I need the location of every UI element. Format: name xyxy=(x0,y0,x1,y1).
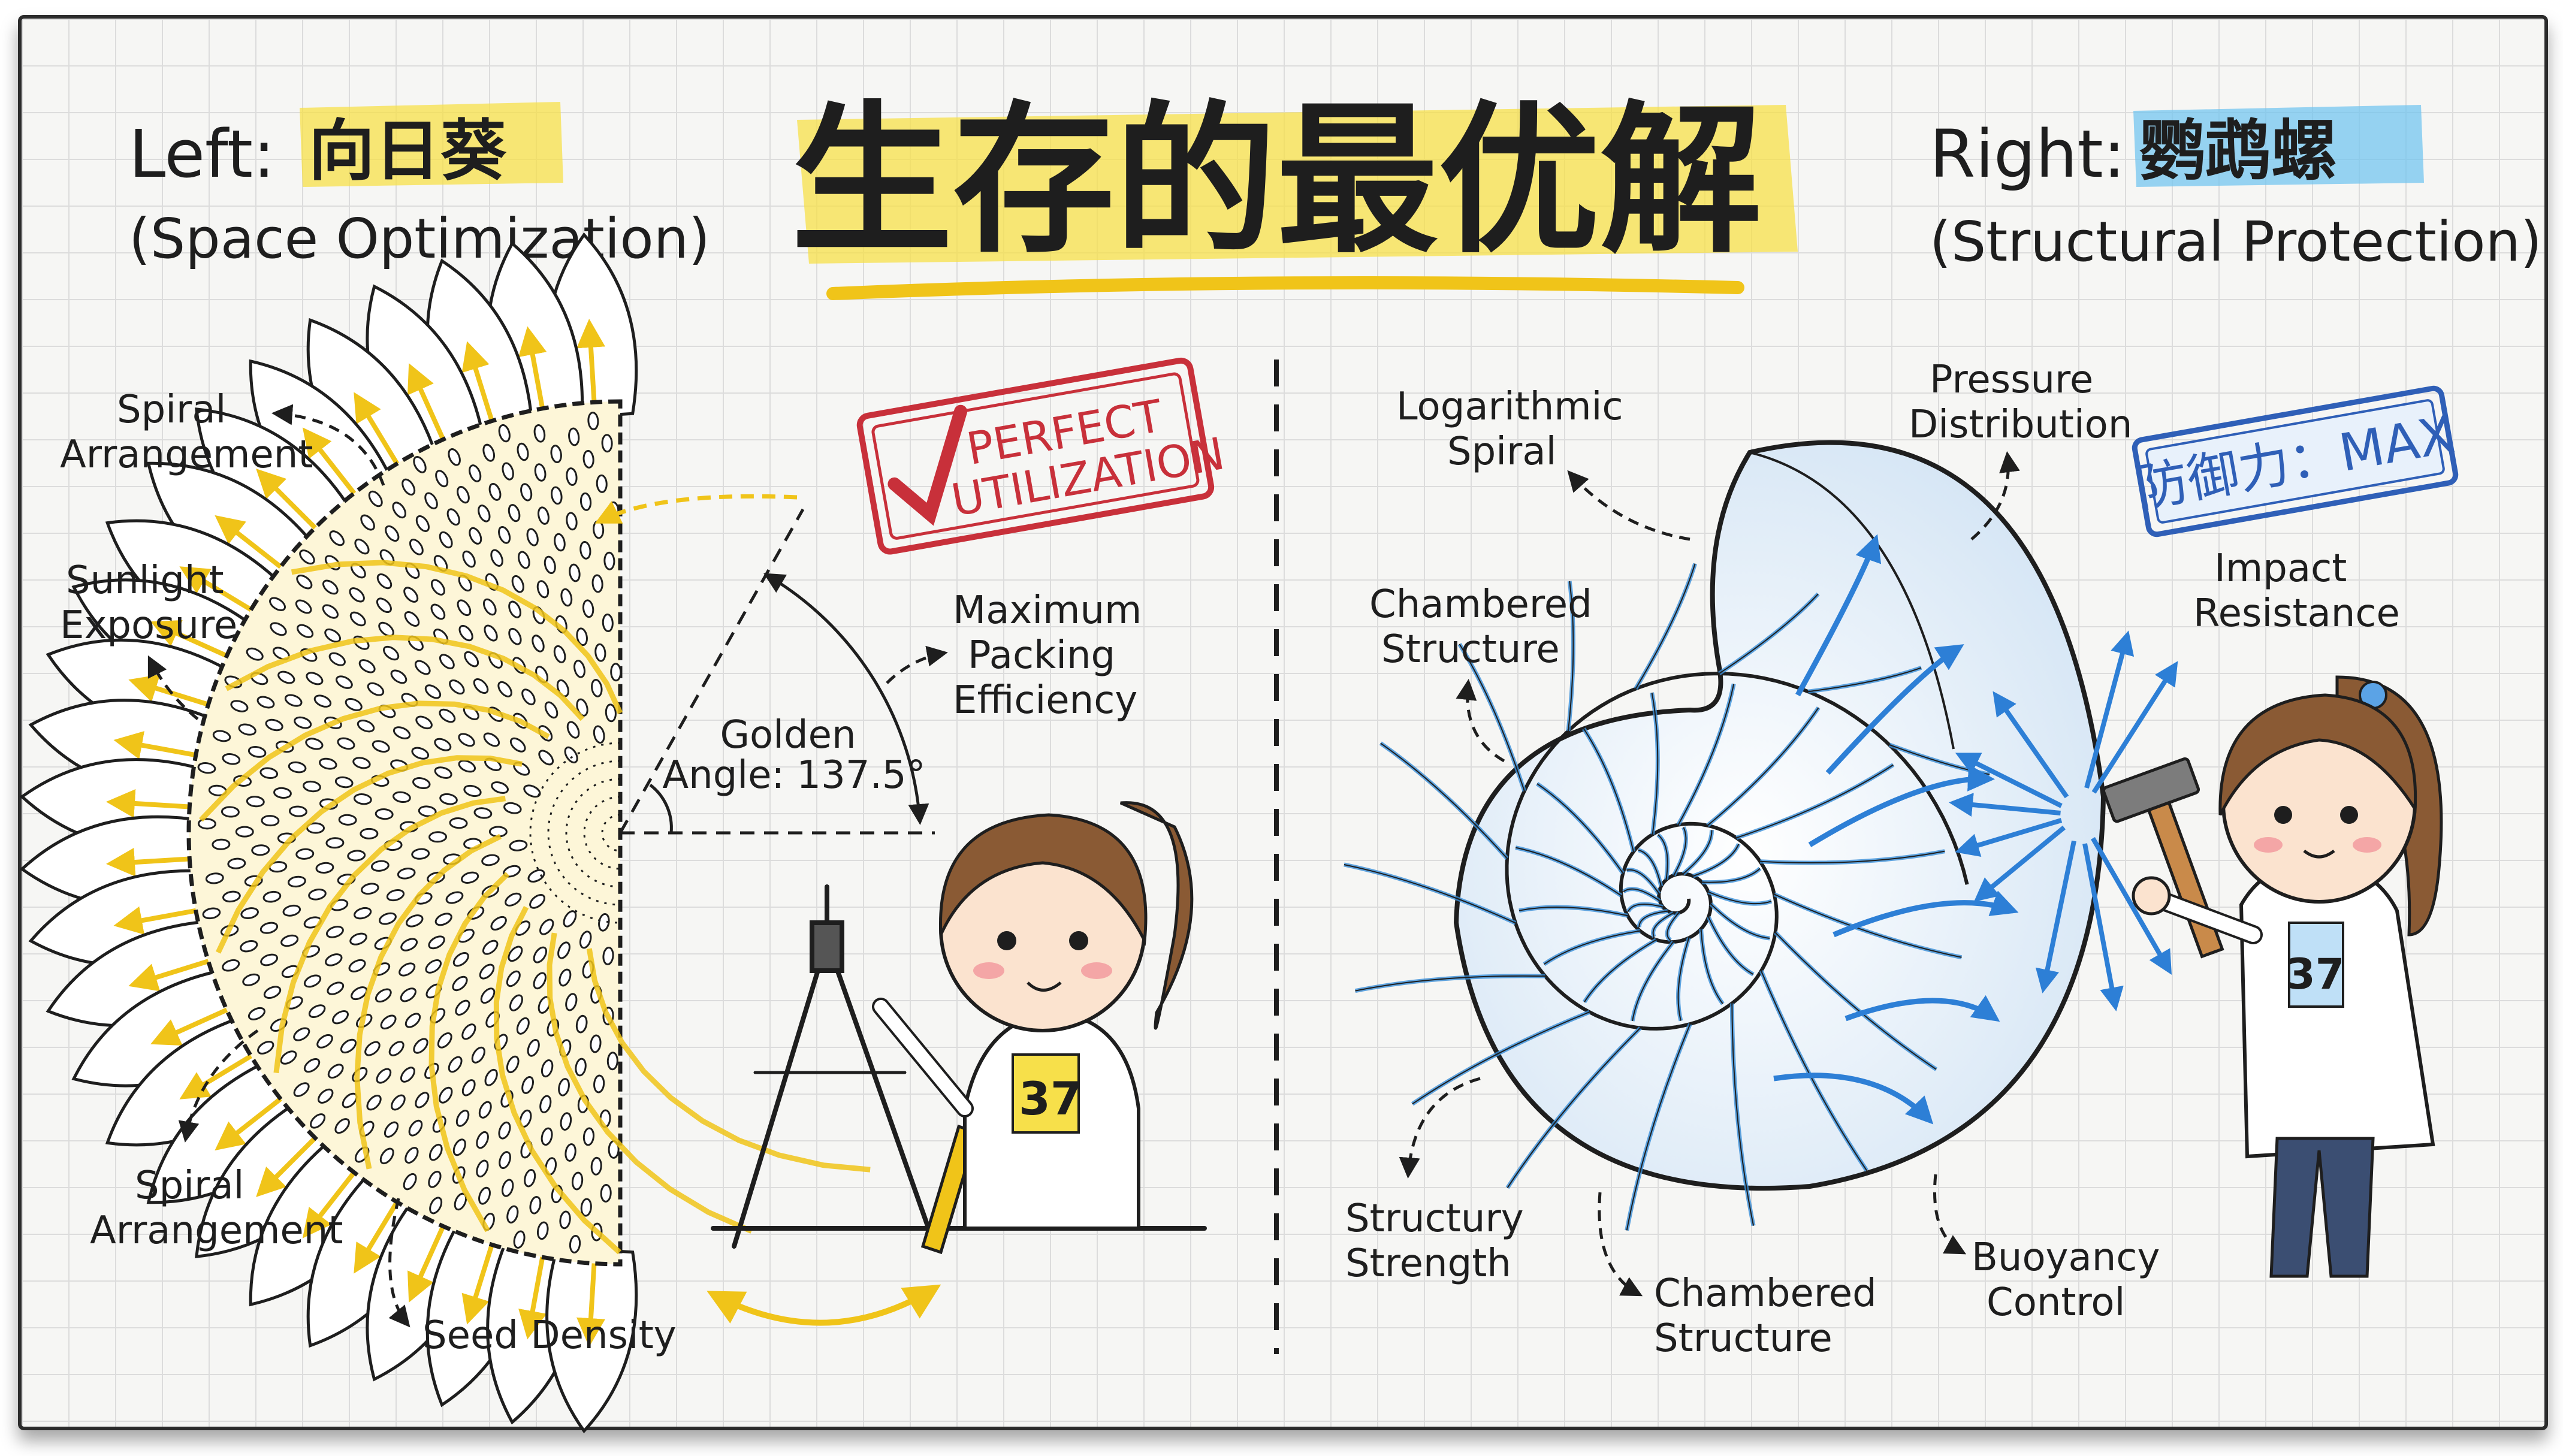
left-subtitle: (Space Optimization) xyxy=(129,207,710,271)
svg-text:Pressure: Pressure xyxy=(1930,358,2093,402)
svg-text:Strength: Strength xyxy=(1345,1241,1511,1286)
defense-max-stamp: 防御力：MAX xyxy=(2132,385,2459,537)
label-logarithmic-spiral: Logarithmic Spiral xyxy=(1396,385,1690,541)
svg-text:Sunlight: Sunlight xyxy=(66,558,224,603)
svg-text:Impact: Impact xyxy=(2214,546,2347,591)
label-chambered-structure-bottom: Chambered Structure xyxy=(1598,1192,1877,1361)
svg-text:Spiral: Spiral xyxy=(1447,430,1556,474)
left-header-name: 向日葵 xyxy=(309,113,507,189)
svg-text:Arrangement: Arrangement xyxy=(90,1209,343,1253)
svg-text:Spiral: Spiral xyxy=(135,1164,244,1208)
svg-text:Resistance: Resistance xyxy=(2193,591,2400,636)
left-header-highlight xyxy=(300,102,563,187)
right-subtitle: (Structural Protection) xyxy=(1930,210,2542,274)
svg-text:Buoyancy: Buoyancy xyxy=(1972,1236,2160,1280)
label-chambered-structure-top: Chambered Structure xyxy=(1369,582,1592,763)
left-header-prefix: Left: xyxy=(129,116,275,192)
sunflower-icon xyxy=(19,232,871,1434)
right-header-highlight xyxy=(2133,105,2424,187)
svg-text:Exposure: Exposure xyxy=(60,603,237,648)
label-buoyancy-control: Buoyancy Control xyxy=(1933,1174,2160,1325)
label-spiral-arrangement-bottom: Spiral Arrangement xyxy=(90,1029,343,1253)
svg-text:Structure: Structure xyxy=(1654,1316,1833,1361)
svg-text:Structure: Structure xyxy=(1381,627,1560,672)
svg-text:Arrangement: Arrangement xyxy=(60,433,313,477)
scientist-girl-left: 37 xyxy=(872,801,1194,1230)
svg-text:Logarithmic: Logarithmic xyxy=(1396,385,1623,429)
svg-text:Chambered: Chambered xyxy=(1369,582,1592,627)
perfect-utilization-stamp: PERFECT UTILIZATION xyxy=(856,357,1228,555)
title-highlight xyxy=(797,105,1798,300)
label-structury-strength: Structury Strength xyxy=(1345,1077,1524,1286)
label-pressure-distribution: Pressure Distribution xyxy=(1909,358,2132,540)
svg-text:Spiral: Spiral xyxy=(117,388,226,432)
svg-text:Chambered: Chambered xyxy=(1654,1271,1877,1316)
golden-angle-label: Golden Angle: 137.5° xyxy=(662,713,925,798)
svg-text:Angle: 137.5°: Angle: 137.5° xyxy=(662,753,925,798)
label-seed-density: Seed Density xyxy=(388,1198,677,1358)
scientist-girl-right: 37 xyxy=(2132,675,2443,1278)
svg-text:防御力：MAX: 防御力：MAX xyxy=(2132,404,2459,519)
svg-text:Efficiency: Efficiency xyxy=(953,678,1137,723)
right-header-name: 鹦鹉螺 xyxy=(2139,113,2337,189)
impact-arrows xyxy=(1949,630,2178,1011)
svg-text:Maximum: Maximum xyxy=(953,588,1142,633)
label-impact-resistance: Impact Resistance xyxy=(2193,546,2400,636)
shirt-number-left: 37 xyxy=(1019,1072,1082,1125)
svg-text:Packing: Packing xyxy=(968,633,1115,678)
svg-text:Seed Density: Seed Density xyxy=(422,1313,677,1358)
golden-angle-diagram xyxy=(594,494,935,835)
label-maximum-packing-efficiency: Maximum Packing Efficiency xyxy=(886,588,1142,723)
right-header-prefix: Right: xyxy=(1930,116,2126,192)
svg-text:Control: Control xyxy=(1987,1280,2125,1325)
svg-text:Golden: Golden xyxy=(720,713,856,757)
checkmark-icon xyxy=(887,404,968,526)
label-spiral-arrangement-top: Spiral Arrangement xyxy=(60,388,385,486)
main-title: 生存的最优解 xyxy=(791,86,1762,275)
nautilus-shell-icon xyxy=(1344,440,2106,1231)
svg-text:Structury: Structury xyxy=(1345,1197,1524,1241)
label-sunlight-exposure: Sunlight Exposure xyxy=(60,558,237,720)
shirt-number-right: 37 xyxy=(2286,950,2344,999)
svg-text:Distribution: Distribution xyxy=(1909,403,2132,447)
